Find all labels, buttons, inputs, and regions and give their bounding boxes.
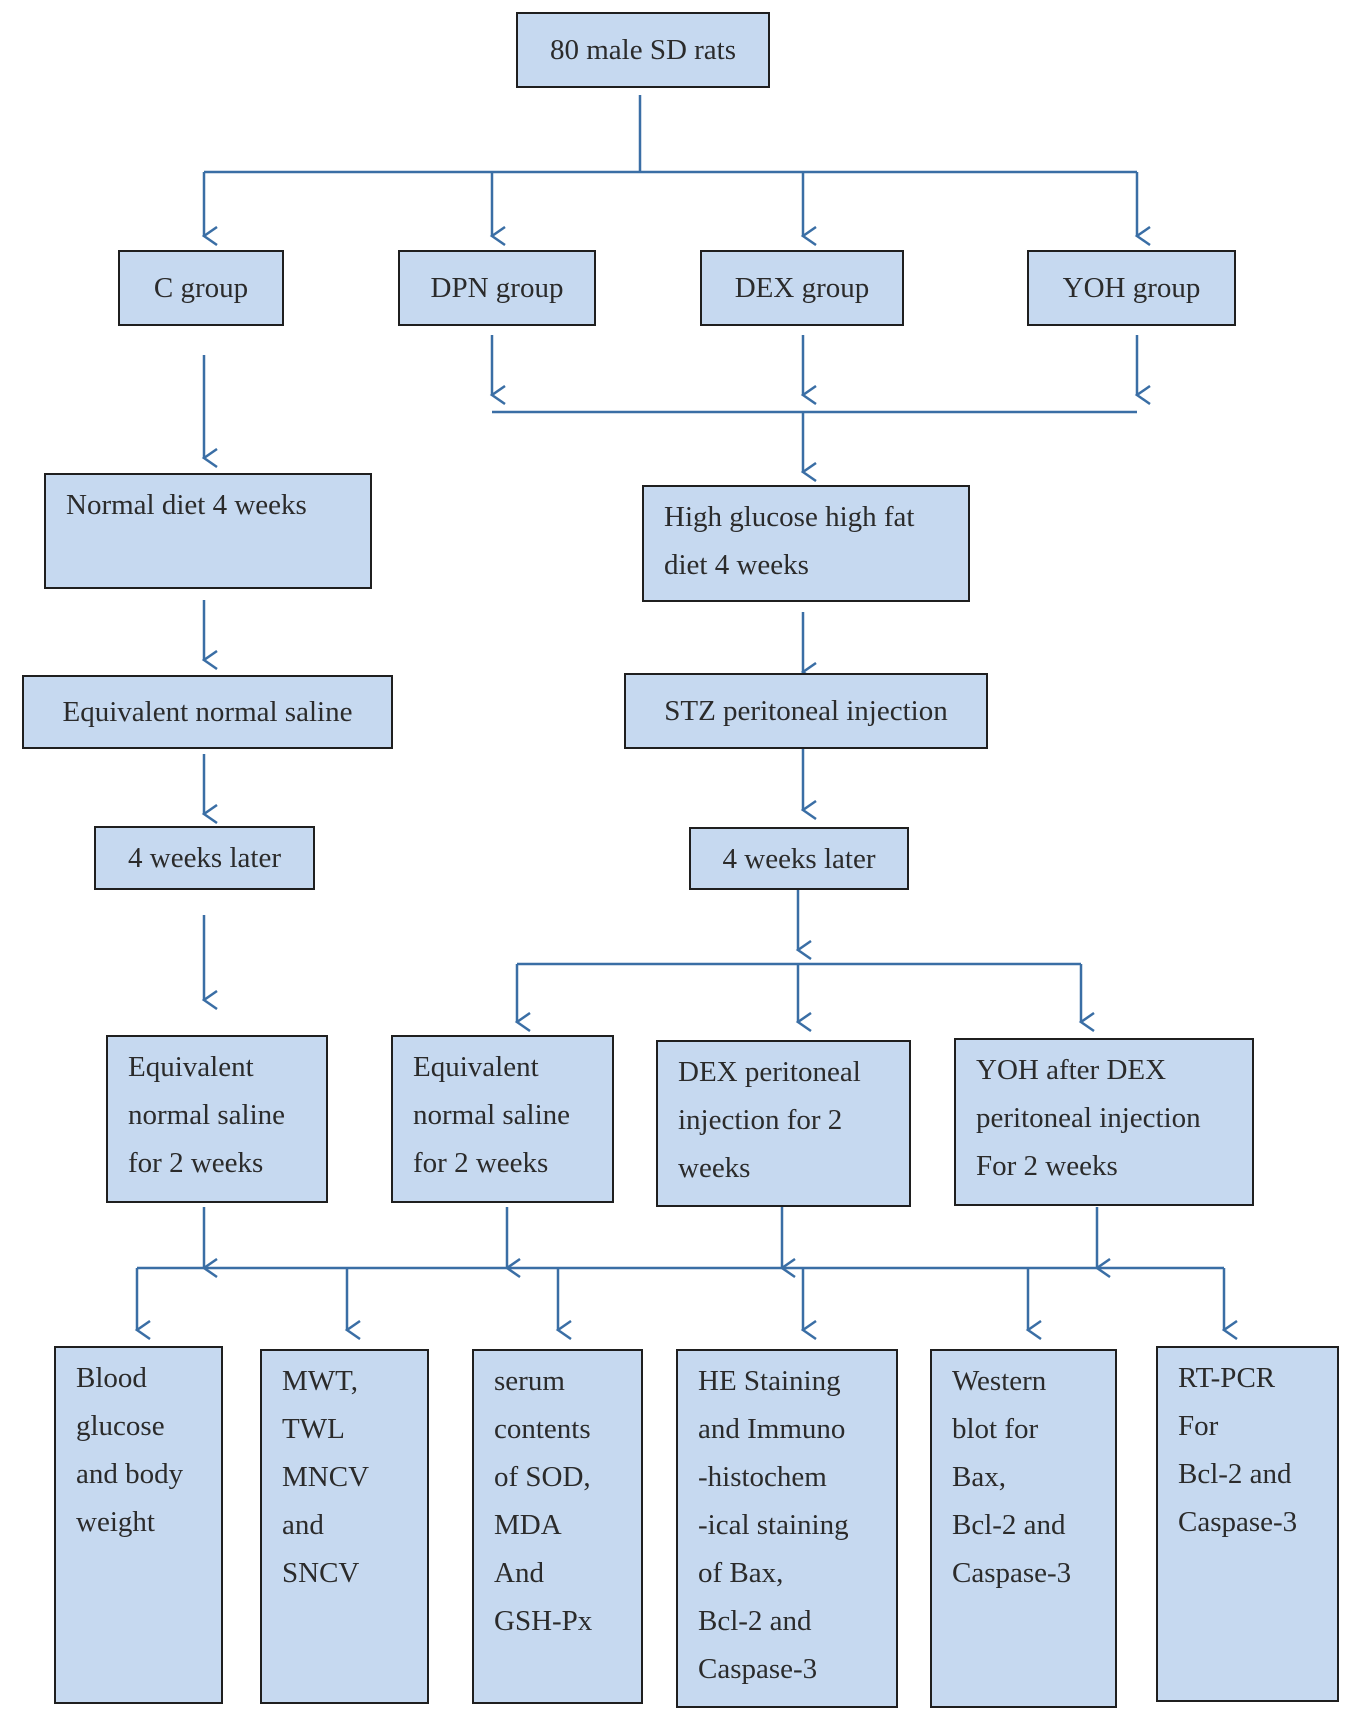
outcome-behavior-node: MWT, TWL MNCV and SNCV — [260, 1349, 429, 1704]
outcome-serum-node: serum contents of SOD, MDA And GSH-Px — [472, 1349, 643, 1704]
control-treatment-node: Equivalent normal saline for 2 weeks — [106, 1035, 328, 1203]
stz-injection-node: STZ peritoneal injection — [624, 673, 988, 749]
outcome-he-node: HE Staining and Immuno -histochem -ical … — [676, 1349, 898, 1708]
yoh-treatment-node: YOH after DEX peritoneal injection For 2… — [954, 1038, 1254, 1206]
outcome-western-node: Western blot for Bax, Bcl-2 and Caspase-… — [930, 1349, 1117, 1708]
yoh-group-node: YOH group — [1027, 250, 1236, 326]
high-fat-diet-node: High glucose high fat diet 4 weeks — [642, 485, 970, 602]
dpn-treatment-node: Equivalent normal saline for 2 weeks — [391, 1035, 614, 1203]
outcome-glucose-node: Blood glucose and body weight — [54, 1346, 223, 1704]
root-node: 80 male SD rats — [516, 12, 770, 88]
model-wait-node: 4 weeks later — [689, 827, 909, 890]
outcome-pcr-node: RT-PCR For Bcl-2 and Caspase-3 — [1156, 1346, 1339, 1702]
normal-diet-node: Normal diet 4 weeks — [44, 473, 372, 589]
c-group-node: C group — [118, 250, 284, 326]
dpn-group-node: DPN group — [398, 250, 596, 326]
dex-treatment-node: DEX peritoneal injection for 2 weeks — [656, 1040, 911, 1207]
control-saline-node: Equivalent normal saline — [22, 675, 393, 749]
control-wait-node: 4 weeks later — [94, 826, 315, 890]
dex-group-node: DEX group — [700, 250, 904, 326]
